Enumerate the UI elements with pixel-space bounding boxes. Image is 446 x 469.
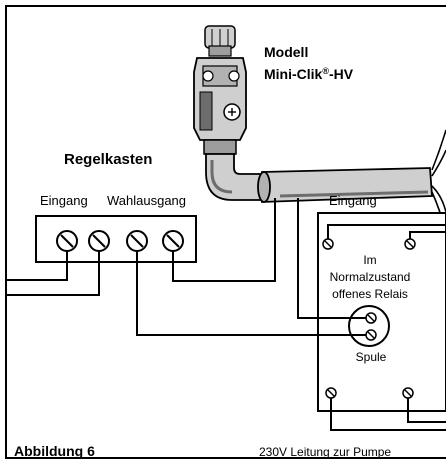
relay-note-line3: offenes Relais bbox=[332, 287, 408, 301]
wires bbox=[7, 198, 446, 431]
coil bbox=[348, 305, 390, 347]
screw-terminal-icon bbox=[322, 238, 334, 250]
pump-line-label: 230V Leitung zur Pumpe bbox=[259, 445, 391, 459]
controller-label-input: Eingang bbox=[40, 193, 88, 208]
screw-terminal-icon bbox=[404, 238, 416, 250]
sensor-model-line2: Mini-Clik®-HV bbox=[264, 66, 354, 82]
screw-terminal-icon bbox=[88, 230, 110, 252]
figure-label: Abbildung 6 bbox=[14, 443, 95, 459]
rain-sensor-icon bbox=[193, 25, 446, 233]
coil-label: Spule bbox=[356, 350, 387, 364]
sensor-model-line1: Modell bbox=[264, 44, 308, 60]
controller-label-output: Wahlausgang bbox=[107, 193, 186, 208]
relay-note-line2: Normalzustand bbox=[330, 270, 411, 284]
relay-note-line1: Im bbox=[363, 253, 376, 267]
controller-title: Regelkasten bbox=[64, 151, 152, 168]
relay-label-input: Eingang bbox=[329, 193, 377, 208]
screw-terminal-icon bbox=[325, 387, 337, 399]
screw-terminal-icon bbox=[126, 230, 148, 252]
screw-terminal-icon bbox=[162, 230, 184, 252]
screw-terminal-icon bbox=[56, 230, 78, 252]
figure-frame bbox=[5, 5, 446, 459]
screw-terminal-icon bbox=[402, 387, 414, 399]
